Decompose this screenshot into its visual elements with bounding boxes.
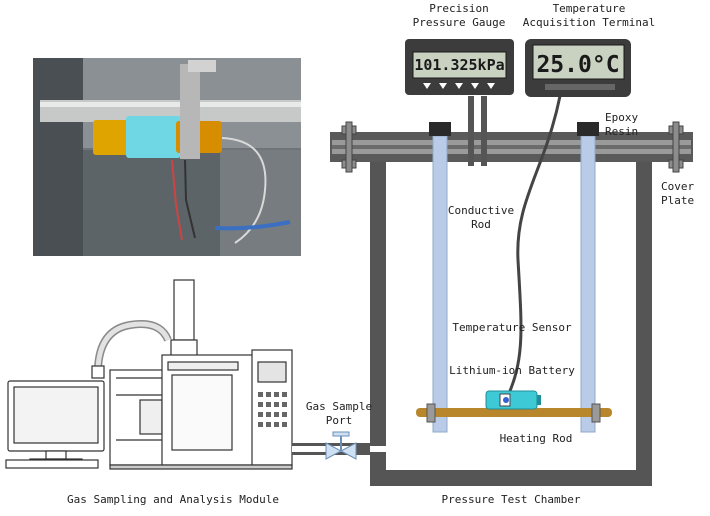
cover-plate-label-line-2: Plate — [661, 194, 694, 207]
gauge-title-line-2: Pressure Gauge — [413, 16, 506, 29]
pressure-gauge-tubes — [468, 96, 487, 166]
conductive-rod-label-line-1: Conductive — [448, 204, 514, 217]
cover-plate-label-line-1: Cover — [661, 180, 694, 193]
pressure-chamber — [370, 160, 652, 486]
heating-rod-label: Heating Rod — [500, 432, 573, 445]
pressure-gauge: 101.325kPa — [405, 39, 514, 95]
temperature-sensor-wire — [504, 95, 562, 401]
gas-sample-valve[interactable] — [325, 431, 357, 460]
conductive-rod-left — [429, 122, 451, 433]
battery-photo — [33, 58, 301, 256]
cover-plate — [330, 121, 693, 173]
terminal-title-line-2: Acquisition Terminal — [523, 16, 655, 29]
module-caption: Gas Sampling and Analysis Module — [67, 493, 279, 506]
sample-port-label-line-2: Port — [326, 414, 353, 427]
temperature-terminal: 25.0°C — [525, 39, 631, 97]
conductive-rod-label-line-2: Rod — [471, 218, 491, 231]
sample-port-label-line-1: Gas Sample — [306, 400, 372, 413]
pressure-reading: 101.325kPa — [414, 56, 504, 74]
epoxy-label-line-2: Resin — [605, 125, 638, 138]
battery-label: Lithium-ion Battery — [449, 364, 575, 377]
gas-chromatograph-illustration — [5, 279, 293, 470]
temperature-reading: 25.0°C — [536, 52, 619, 78]
lithium-ion-battery — [485, 390, 541, 410]
terminal-title-line-1: Temperature — [553, 2, 626, 15]
temperature-sensor-label: Temperature Sensor — [452, 321, 572, 334]
heating-rod — [416, 403, 612, 423]
gauge-title-line-1: Precision — [429, 2, 489, 15]
chamber-caption: Pressure Test Chamber — [441, 493, 580, 506]
conductive-rod-right — [577, 122, 599, 433]
epoxy-label-line-1: Epoxy — [605, 111, 638, 124]
